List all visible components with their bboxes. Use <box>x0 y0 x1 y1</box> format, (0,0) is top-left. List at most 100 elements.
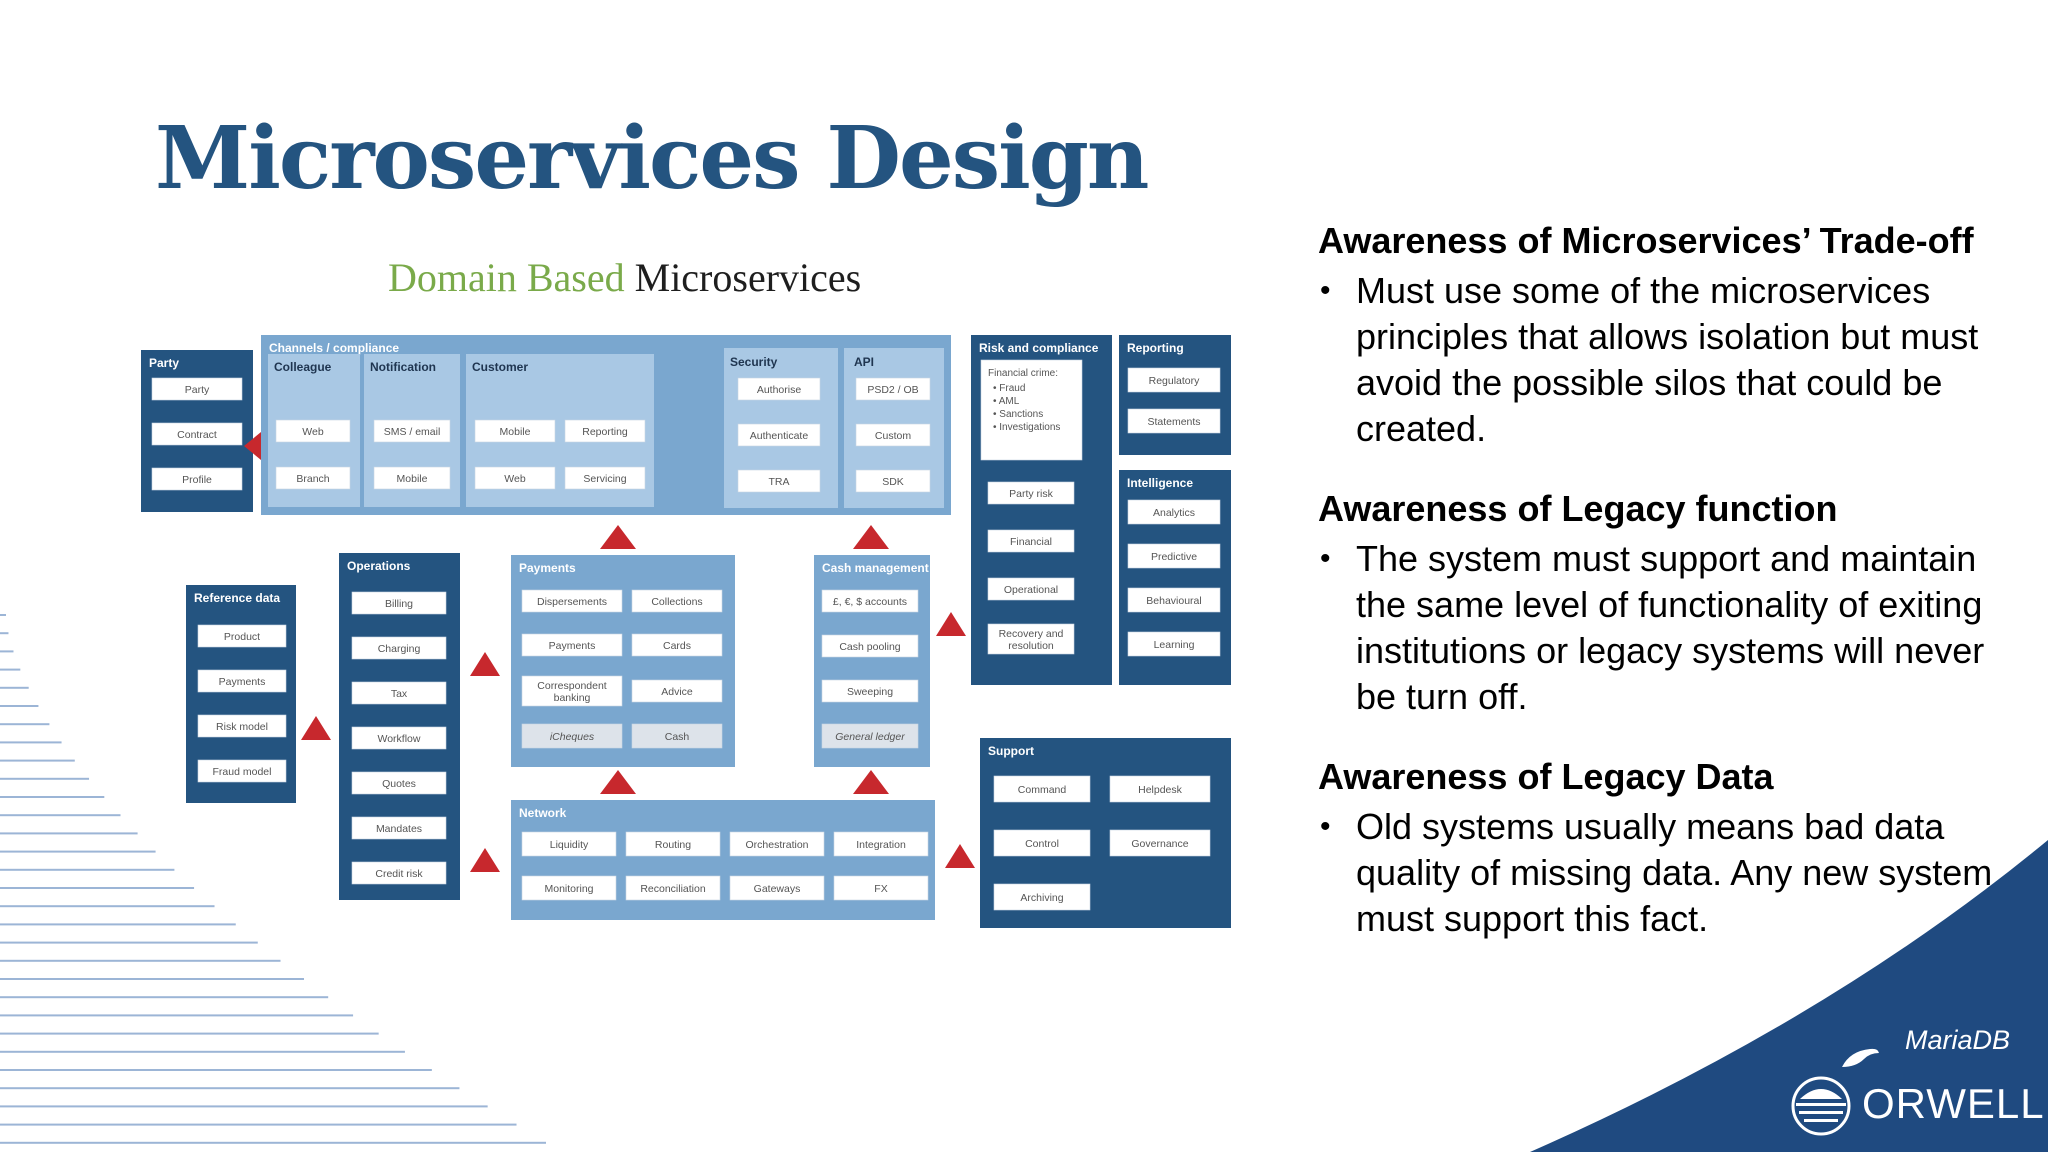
service-reconciliation <box>625 875 721 901</box>
stripe <box>0 668 21 671</box>
stripe <box>0 814 121 817</box>
note-heading: Awareness of Legacy function <box>1318 488 1838 529</box>
service-label: Command <box>1018 784 1067 796</box>
service-reporting <box>564 419 646 443</box>
service-party <box>151 377 243 401</box>
support-label: Support <box>988 744 1034 758</box>
arrow-network-to-support <box>945 844 975 868</box>
service-label: Party risk <box>1009 488 1054 500</box>
service-icheques <box>521 723 623 749</box>
service-billing <box>351 591 447 615</box>
arrow-cash-to-risk <box>936 612 966 636</box>
service-label: SDK <box>882 476 904 488</box>
network-label: Network <box>519 806 567 820</box>
service-label: Correspondent <box>537 680 607 692</box>
stripe <box>0 723 50 726</box>
service-label: Fraud model <box>213 766 272 778</box>
service-tra <box>737 469 821 493</box>
service-label: £, €, $ accounts <box>833 596 907 608</box>
stripe <box>0 832 138 835</box>
service-label: Party <box>185 384 210 396</box>
stripe <box>0 850 156 853</box>
financial-crime-title: Financial crime: <box>988 368 1058 379</box>
stripe <box>0 759 75 762</box>
orwell-logo-icon <box>1791 1076 1851 1136</box>
arrow-payments-to-channels <box>600 525 636 549</box>
service-label: Statements <box>1147 416 1200 428</box>
service-financial <box>987 529 1075 553</box>
service-contract <box>151 422 243 446</box>
service-label: iCheques <box>550 731 595 743</box>
party-label: Party <box>149 356 179 370</box>
service-label: Mobile <box>500 426 531 438</box>
service-label: Analytics <box>1153 507 1195 519</box>
service-label: Charging <box>378 643 421 655</box>
service-label: Branch <box>296 473 329 485</box>
stripe <box>0 1141 546 1144</box>
stripe <box>0 650 14 653</box>
service-profile <box>151 467 243 491</box>
service-label: Helpdesk <box>1138 784 1183 796</box>
service-helpdesk <box>1109 775 1211 803</box>
orwell-logo: ORWELL <box>1862 1080 2045 1127</box>
service-label: Orchestration <box>745 839 808 851</box>
reporting-label: Reporting <box>1127 341 1184 355</box>
service-mobile <box>373 466 451 490</box>
note-bullet: The system must support and maintain the… <box>1320 536 2018 720</box>
decorative-stripes <box>0 614 546 1144</box>
service-label: Custom <box>875 430 911 442</box>
network-panel <box>511 800 935 920</box>
service-credit-risk <box>351 861 447 885</box>
stripe <box>0 868 175 871</box>
service-correspondent-banking <box>521 675 623 707</box>
stripe <box>0 941 258 944</box>
service-label: Reconciliation <box>640 883 706 895</box>
stripe <box>0 686 29 689</box>
service-cash <box>631 723 723 749</box>
stripe <box>0 632 9 635</box>
service-control <box>993 829 1091 857</box>
service-label: Payments <box>549 640 596 652</box>
service-label: Regulatory <box>1149 375 1201 387</box>
service-label: Integration <box>856 839 906 851</box>
diagram-title-microservices: Microservices <box>634 255 862 300</box>
service-servicing <box>564 466 646 490</box>
service-label: Learning <box>1154 639 1195 651</box>
service-label: Tax <box>391 688 408 700</box>
service-label: Web <box>302 426 324 438</box>
payments-label: Payments <box>519 561 576 575</box>
service-label: Behavioural <box>1146 595 1201 607</box>
service-label: Risk model <box>216 721 268 733</box>
note-tradeoff: Awareness of Microservices’ Trade-off Mu… <box>1318 218 2018 452</box>
service-label: Sweeping <box>847 686 893 698</box>
service-collections <box>631 589 723 613</box>
arrow-cash-to-channels <box>853 525 889 549</box>
security-label: Security <box>730 355 778 369</box>
service-liquidity <box>521 831 617 857</box>
arrow-operations-to-payments <box>470 652 500 676</box>
customer-label: Customer <box>472 360 528 374</box>
service-workflow <box>351 726 447 750</box>
service-label: Authenticate <box>750 430 809 442</box>
service-quotes <box>351 771 447 795</box>
arrow-party-to-channels <box>244 432 261 460</box>
financial-crime-item: • Sanctions <box>993 409 1043 420</box>
note-bullet: Must use some of the microservices princ… <box>1320 268 2018 452</box>
service-archiving <box>993 883 1091 911</box>
slide-title: Microservices Design <box>155 108 1149 209</box>
service-predictive <box>1127 543 1221 569</box>
service-fx <box>833 875 929 901</box>
channels-label: Channels / compliance <box>269 341 399 355</box>
diagram-title: Domain Based Microservices <box>388 254 861 301</box>
stripe <box>0 796 105 798</box>
service-gateways <box>729 875 825 901</box>
service-product <box>197 624 287 648</box>
reference-data-label: Reference data <box>194 591 280 605</box>
service-label: FX <box>874 883 887 895</box>
service-general-ledger <box>821 723 919 749</box>
financial-crime-item: • Investigations <box>993 422 1060 433</box>
service-cash-pooling <box>821 634 919 658</box>
service-monitoring <box>521 875 617 901</box>
service-sms-email <box>373 419 451 443</box>
